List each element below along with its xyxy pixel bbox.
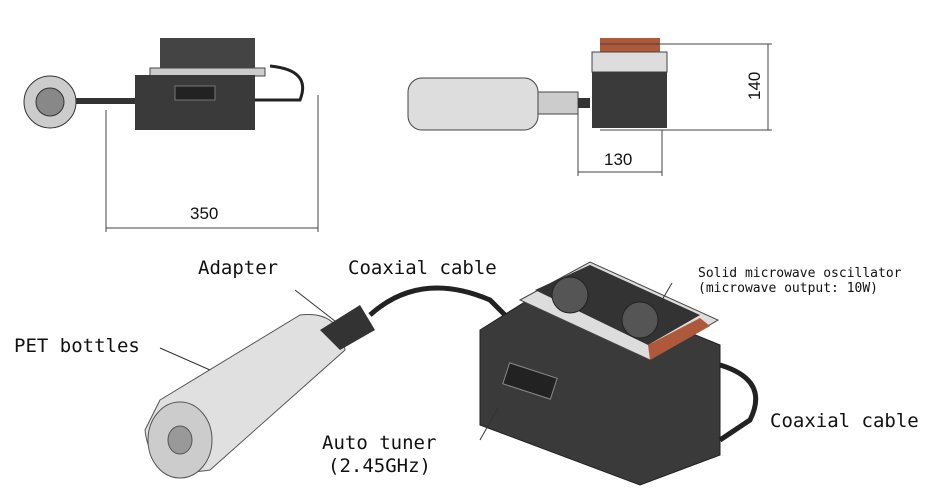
label-oscillator-line2: (microwave output: 10W): [698, 281, 879, 296]
dimension-width: 350: [190, 204, 219, 223]
label-coaxial-cable-right: Coaxial cable: [770, 410, 919, 432]
label-auto-tuner: Auto tuner (2.45GHz): [322, 432, 436, 478]
label-auto-tuner-line2: (2.45GHz): [328, 455, 431, 477]
label-coaxial-cable-top: Coaxial cable: [348, 257, 497, 279]
label-oscillator-line1: Solid microwave oscillator: [698, 266, 902, 281]
label-pet-bottles: PET bottles: [14, 335, 140, 357]
top-view-right: [407, 38, 772, 176]
top-view-left: [23, 38, 319, 232]
label-oscillator: Solid microwave oscillator (microwave ou…: [698, 266, 902, 296]
dimension-height: 140: [745, 71, 764, 100]
label-auto-tuner-line1: Auto tuner: [322, 432, 437, 454]
isometric-view: [144, 261, 759, 486]
dimension-depth: 130: [604, 150, 633, 169]
label-adapter: Adapter: [198, 257, 279, 279]
